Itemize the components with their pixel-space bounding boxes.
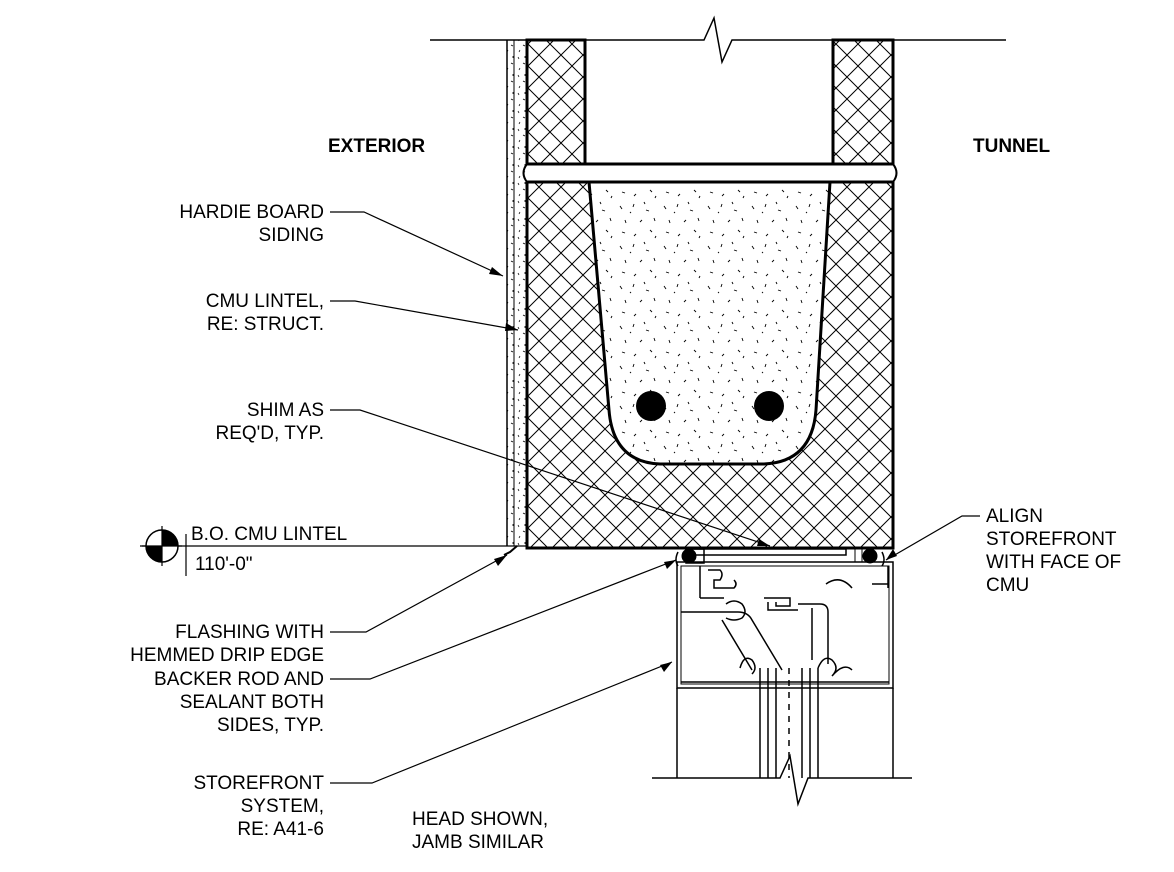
hardie-callout: HARDIE BOARD SIDING: [179, 201, 324, 247]
align-callout-line-3: WITH FACE OF: [986, 552, 1122, 573]
elevation-value: 110'-0": [195, 554, 253, 575]
cmu-lintel-callout-line-2: RE: STRUCT.: [206, 314, 324, 335]
exterior-label: EXTERIOR: [328, 136, 426, 157]
storefront-callout-line-3: RE: A41-6: [237, 819, 324, 840]
flashing-drip: [503, 545, 518, 556]
cmu-lintel-callout-line-1: CMU LINTEL,: [205, 291, 324, 312]
shim-callout: SHIM AS REQ'D, TYP.: [215, 399, 324, 445]
tunnel-label: TUNNEL: [973, 136, 1051, 157]
top-break-line: [430, 15, 1006, 65]
align-callout-line-1: ALIGN: [986, 506, 1044, 527]
upper-cmu-block: [522, 38, 898, 184]
hardie-callout-line-1: HARDIE BOARD: [179, 202, 324, 223]
hardie-callout-line-2: SIDING: [258, 225, 324, 246]
flashing-callout-line-1: FLASHING WITH: [175, 622, 324, 643]
leader-lines: [330, 211, 980, 784]
backer-rod-callout-line-2: SEALANT BOTH: [179, 692, 324, 713]
flashing-callout-line-2: HEMMED DRIP EDGE: [130, 645, 324, 666]
align-callout-line-4: CMU: [986, 575, 1030, 596]
head-jamb-note: HEAD SHOWN, JAMB SIMILAR: [412, 808, 548, 854]
elevation-marker: [140, 526, 527, 576]
elevation-label: B.O. CMU LINTEL: [191, 524, 348, 545]
shim-callout-line-2: REQ'D, TYP.: [215, 423, 324, 444]
shim-callout-line-1: SHIM AS: [246, 400, 324, 421]
backer-rod-callout: BACKER ROD AND SEALANT BOTH SIDES, TYP.: [154, 668, 324, 737]
backer-rod-callout-line-1: BACKER ROD AND: [154, 669, 324, 690]
storefront-mullion: [652, 668, 912, 807]
cmu-lintel-callout: CMU LINTEL, RE: STRUCT.: [206, 290, 324, 336]
storefront-callout: STOREFRONT SYSTEM, RE: A41-6: [193, 772, 324, 841]
backer-rod-right: [862, 548, 878, 564]
head-jamb-note-line-1: HEAD SHOWN,: [412, 809, 549, 830]
shim-and-sealant: [675, 548, 885, 567]
backer-rod-left: [681, 548, 697, 564]
leader-arrowheads: [489, 267, 897, 672]
rebar-right: [754, 391, 784, 421]
storefront-callout-line-2: SYSTEM,: [240, 796, 324, 817]
align-callout-line-2: STOREFRONT: [986, 529, 1117, 550]
rebar-left: [636, 391, 666, 421]
storefront-callout-line-1: STOREFRONT: [193, 773, 324, 794]
backer-rod-callout-line-3: SIDES, TYP.: [216, 715, 324, 736]
cmu-lintel: [525, 180, 895, 550]
align-callout: ALIGN STOREFRONT WITH FACE OF CMU: [986, 505, 1121, 597]
storefront-frame: [676, 561, 894, 689]
flashing-callout: FLASHING WITH HEMMED DRIP EDGE: [130, 621, 324, 667]
hardie-board-siding: [506, 40, 527, 546]
head-jamb-note-line-2: JAMB SIMILAR: [412, 832, 544, 853]
